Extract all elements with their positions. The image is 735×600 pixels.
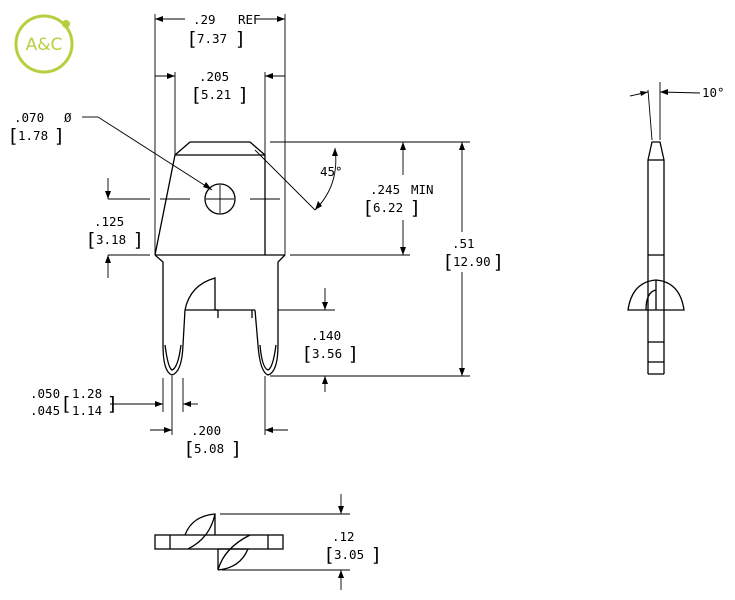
diameter-symbol: Ø: [64, 110, 72, 125]
leg-width-inch-min: .045: [30, 403, 60, 418]
bracket: ]: [411, 197, 418, 219]
logo-text: A&C: [26, 35, 63, 55]
bracket: ]: [239, 84, 246, 106]
side-angle: 10°: [702, 85, 725, 100]
hole-to-shoulder-inch: .125: [94, 214, 124, 229]
leg-width-inch-max: .050: [30, 386, 60, 401]
overall-length-mm: 12.90: [453, 254, 491, 269]
leg-spacing-mm: 5.08: [194, 441, 224, 456]
dimension-lines: [82, 16, 470, 435]
bracket: [: [88, 229, 95, 251]
bracket: [: [10, 125, 17, 147]
height-inch: .12: [332, 529, 355, 544]
leg-width-mm-max: 1.28: [72, 386, 102, 401]
overall-width-mm: 7.37: [197, 31, 227, 46]
bracket: ]: [232, 438, 239, 460]
overall-width-inch: .29: [193, 12, 216, 27]
hole-diameter-mm: 1.78: [18, 128, 48, 143]
terminal-side-view: 10°: [627, 82, 725, 375]
height-mm: 3.05: [334, 547, 364, 562]
bracket: ]: [494, 251, 501, 273]
bracket: ]: [236, 28, 243, 50]
leg-length-mm: 3.56: [312, 346, 342, 361]
hole-diameter-inch: .070: [14, 110, 44, 125]
bracket: [: [445, 251, 452, 273]
blade-width-mm: 5.21: [201, 87, 231, 102]
bracket: [: [189, 28, 196, 50]
leg-width-mm-min: 1.14: [72, 403, 102, 418]
blade-width-inch: .205: [199, 69, 229, 84]
blade-length-unit: MIN: [411, 182, 434, 197]
bracket: [: [63, 393, 70, 415]
terminal-front-view: [154, 14, 286, 376]
hole-to-shoulder-mm: 3.18: [96, 232, 126, 247]
brand-logo: A&C: [14, 14, 74, 74]
terminal-bottom-view: .12 [ 3.05 ]: [154, 494, 379, 590]
chamfer-angle: 45°: [320, 164, 343, 179]
bracket: ]: [349, 343, 356, 365]
bracket: ]: [372, 544, 379, 566]
bracket: [: [304, 343, 311, 365]
bracket: [: [365, 197, 372, 219]
bracket: [: [193, 84, 200, 106]
blade-length-inch: .245: [370, 182, 400, 197]
bracket: [: [186, 438, 193, 460]
bracket: ]: [55, 125, 62, 147]
leg-length-inch: .140: [311, 328, 341, 343]
overall-width-unit: REF: [238, 12, 261, 27]
overall-length-inch: .51: [452, 236, 475, 251]
bracket: ]: [134, 229, 141, 251]
dimension-labels: .29 REF [ 7.37 ] .205 [ 5.21 ] .070 Ø [ …: [10, 12, 501, 460]
bracket: [: [326, 544, 333, 566]
leg-spacing-inch: .200: [191, 423, 221, 438]
blade-length-mm: 6.22: [373, 200, 403, 215]
bracket: ]: [108, 393, 115, 415]
